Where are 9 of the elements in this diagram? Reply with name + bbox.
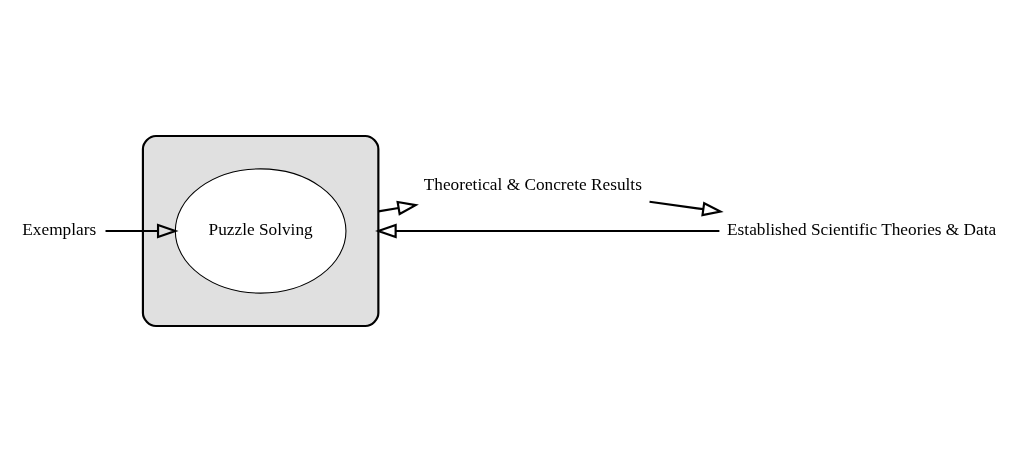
cluster <box>141 134 380 327</box>
arrow <box>375 222 720 239</box>
node-text: Established Scientific Theories & Data <box>727 219 997 239</box>
node-text: Exemplars <box>22 219 97 239</box>
arrow <box>649 200 724 216</box>
arrow <box>105 222 179 239</box>
node-ellipse: Puzzle Solving <box>174 167 347 294</box>
arrow <box>378 200 419 216</box>
node-text: Theoretical & Concrete Results <box>423 174 642 194</box>
